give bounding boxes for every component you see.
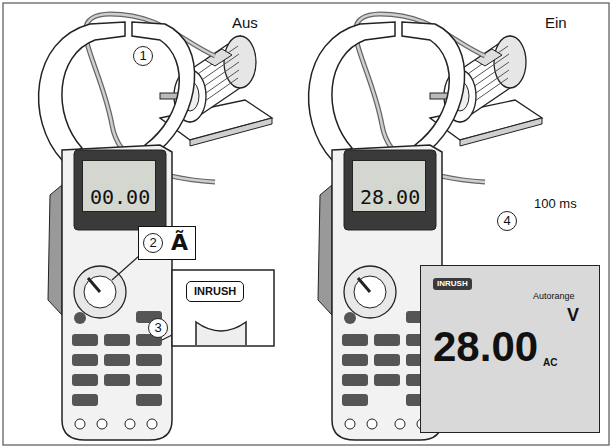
lcd-display: 00.00 <box>82 160 156 212</box>
frame <box>3 3 609 445</box>
inrush-button-text: INRUSH <box>194 285 236 298</box>
reading-value: 28.00 <box>433 326 538 368</box>
unit-symbol: V <box>567 306 579 324</box>
callout-number: 2 <box>143 233 163 253</box>
inrush-button: INRUSH <box>186 281 244 302</box>
measurement-scene-off <box>39 14 272 440</box>
state-label: Aus <box>230 14 260 31</box>
callout-number: 1 <box>133 46 153 66</box>
duration-label: 100 ms <box>532 196 579 211</box>
mode-badge: INRUSH <box>433 278 472 290</box>
inset-frame <box>172 270 274 346</box>
range-indicator: Autorange <box>533 292 575 301</box>
callout-number: 3 <box>148 318 168 338</box>
callout-number: 4 <box>497 211 517 231</box>
lcd-display-text: 28.00 <box>360 187 420 207</box>
callout-box-text: Ã <box>171 232 188 254</box>
button-plunger <box>196 322 246 345</box>
lcd-display: 28.00 <box>352 160 426 212</box>
lcd-display-text: 00.00 <box>90 187 150 207</box>
display-zoom: INRUSH Autorange 28.00AC V <box>420 265 600 433</box>
ac-indicator: AC <box>543 358 557 368</box>
leader-line <box>112 256 139 280</box>
state-label: Ein <box>543 14 569 31</box>
